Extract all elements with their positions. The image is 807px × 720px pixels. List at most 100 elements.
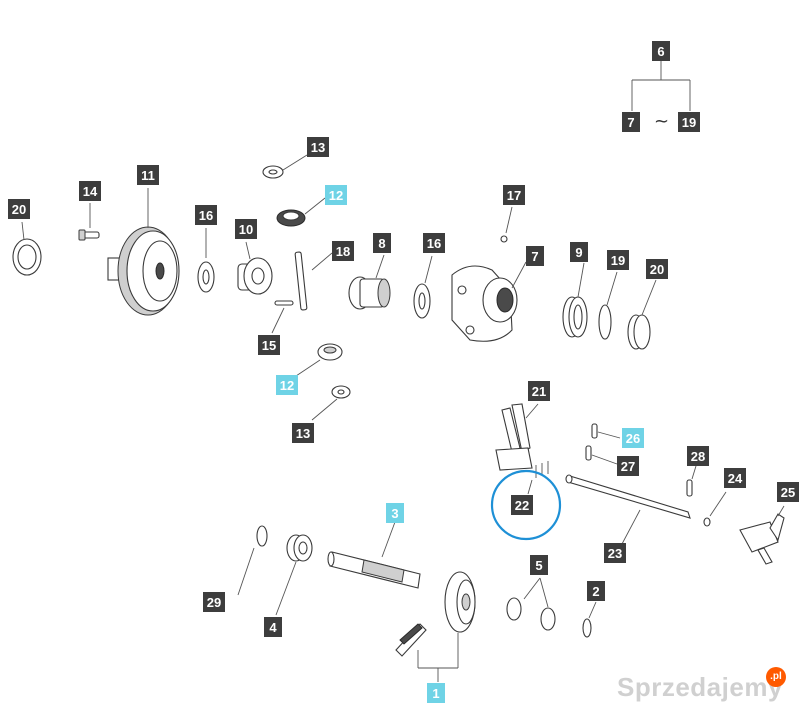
callout-box [307,137,329,157]
callout-box [724,468,746,488]
watermark-text: Sprzedajemy [617,672,783,702]
callout-7: 7 [526,246,544,266]
callout-18: 18 [332,241,354,261]
callout-box [258,335,280,355]
callout-box [386,503,404,523]
part-ring-19 [598,271,618,340]
part-pin-28 [686,465,697,497]
callout-label: 18 [336,244,350,259]
callout-label: 23 [608,546,622,561]
callout-13: 13 [292,423,314,443]
callout-label: 13 [296,426,310,441]
callout-16: 16 [195,205,217,225]
callout-label: 2 [592,584,599,599]
callout-3: 3 [386,503,404,523]
callout-box [276,375,298,395]
callout-box [570,242,588,262]
callout-label: 24 [728,471,743,486]
callout-9: 9 [570,242,588,262]
range-bracket: ~ [631,61,691,132]
part-fork-21 [495,403,539,471]
part-washer-16a [197,228,215,293]
callout-label: 16 [199,208,213,223]
callout-2: 2 [587,581,605,601]
callout-label: 10 [239,222,253,237]
callout-8: 8 [373,233,391,253]
part-gear-12a [276,197,326,227]
watermark-badge: .pl [766,667,786,687]
callout-11: 11 [137,165,159,185]
callout-box [622,428,644,448]
callout-box [325,185,347,205]
callout-box [652,41,670,61]
callout-label: 14 [83,184,98,199]
callout-23: 23 [604,543,626,563]
callout-label: 20 [12,202,26,217]
part-hub-8 [348,254,391,310]
callout-6: 6 [652,41,670,61]
callout-label: 5 [535,558,542,573]
callout-label: 19 [682,115,696,130]
callout-box [530,555,548,575]
part-ring-2 [582,601,597,638]
part-pin-15 [271,300,294,334]
callout-label: 25 [781,485,795,500]
highlight-circle-22 [490,469,562,541]
range-separator: ~ [654,111,669,132]
part-washer-16b [413,255,433,319]
callout-10: 10 [235,219,257,239]
callout-label: 16 [427,236,441,251]
callout-13: 13 [307,137,329,157]
callout-label: 21 [532,384,546,399]
callout-label: 28 [691,449,705,464]
callout-label: 1 [432,686,439,701]
callout-box [8,199,30,219]
callout-label: 29 [207,595,221,610]
callout-label: 22 [515,498,529,513]
callout-22: 22 [511,495,533,515]
part-shaft-3 [327,521,421,589]
callout-4: 4 [264,617,282,637]
part-bearing-4 [275,534,313,616]
callout-20: 20 [646,259,668,279]
callout-label: 27 [621,459,635,474]
callout-box [622,112,640,132]
callout-label: 7 [627,115,634,130]
callout-14: 14 [79,181,101,201]
callout-label: 12 [280,378,294,393]
callout-box [646,259,668,279]
callout-20: 20 [8,199,30,219]
callout-box [511,495,533,515]
callout-box [687,446,709,466]
callout-label: 9 [575,245,582,260]
callout-box [332,241,354,261]
part-hub-10 [237,241,273,295]
callout-box [528,381,550,401]
callout-25: 25 [777,482,799,502]
callout-box [777,482,799,502]
callout-26: 26 [622,428,644,448]
callout-27: 27 [617,456,639,476]
part-lever-25 [739,505,785,565]
callout-16: 16 [423,233,445,253]
part-pin-27 [585,445,618,465]
callout-label: 7 [531,249,538,264]
callout-29: 29 [203,592,225,612]
callout-1: 1 [427,683,445,703]
callout-label: 13 [311,140,325,155]
callout-label: 8 [378,236,385,251]
callout-box [79,181,101,201]
callout-17: 17 [503,185,525,205]
callout-box [604,543,626,563]
part-housing-7 [451,261,527,342]
callout-box [292,423,314,443]
callout-12: 12 [276,375,298,395]
callout-box [526,246,544,266]
callout-19: 19 [678,112,700,132]
part-clip-24 [703,491,727,527]
callout-box [587,581,605,601]
callout-label: 6 [657,44,664,59]
callout-box [427,683,445,703]
callout-box [617,456,639,476]
part-ringgear-1 [395,571,476,682]
